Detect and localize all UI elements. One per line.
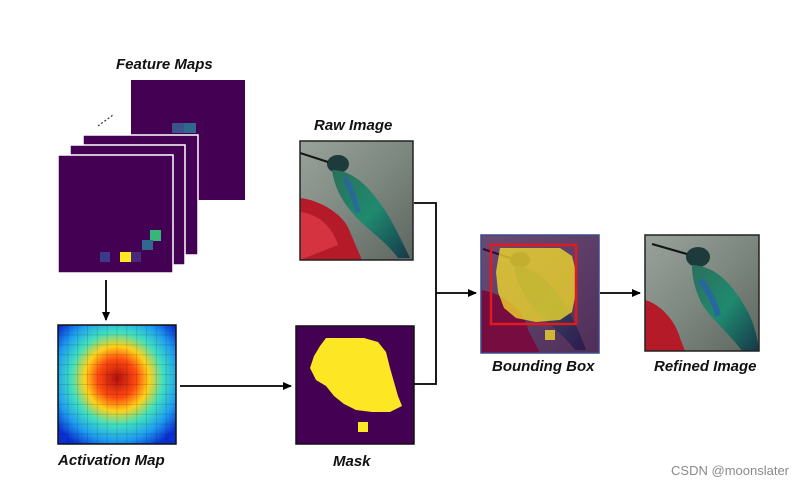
feature-map-stack xyxy=(57,80,245,274)
label-mask: Mask xyxy=(333,453,371,470)
raw-image-border xyxy=(299,140,414,261)
label-feature-maps: Feature Maps xyxy=(116,56,213,73)
connector-raw xyxy=(414,202,437,293)
label-raw-image: Raw Image xyxy=(314,117,393,134)
refined-image xyxy=(645,235,759,351)
watermark: CSDN @moonslater xyxy=(671,463,789,478)
stack-ellipsis xyxy=(97,114,114,127)
label-bounding-box: Bounding Box xyxy=(492,358,595,375)
activation-grid-overlay xyxy=(58,325,176,444)
arrows xyxy=(102,202,641,390)
label-refined-image: Refined Image xyxy=(654,358,757,375)
bounding-box-outline xyxy=(489,243,578,326)
connector-mask xyxy=(414,293,437,385)
mask xyxy=(295,325,415,445)
label-activation-map: Activation Map xyxy=(58,452,165,469)
activation-map xyxy=(57,324,177,445)
refined-image-border xyxy=(644,234,760,352)
raw-image xyxy=(300,141,413,260)
feature-map-front xyxy=(57,154,174,274)
bounding-box-image xyxy=(480,234,600,354)
